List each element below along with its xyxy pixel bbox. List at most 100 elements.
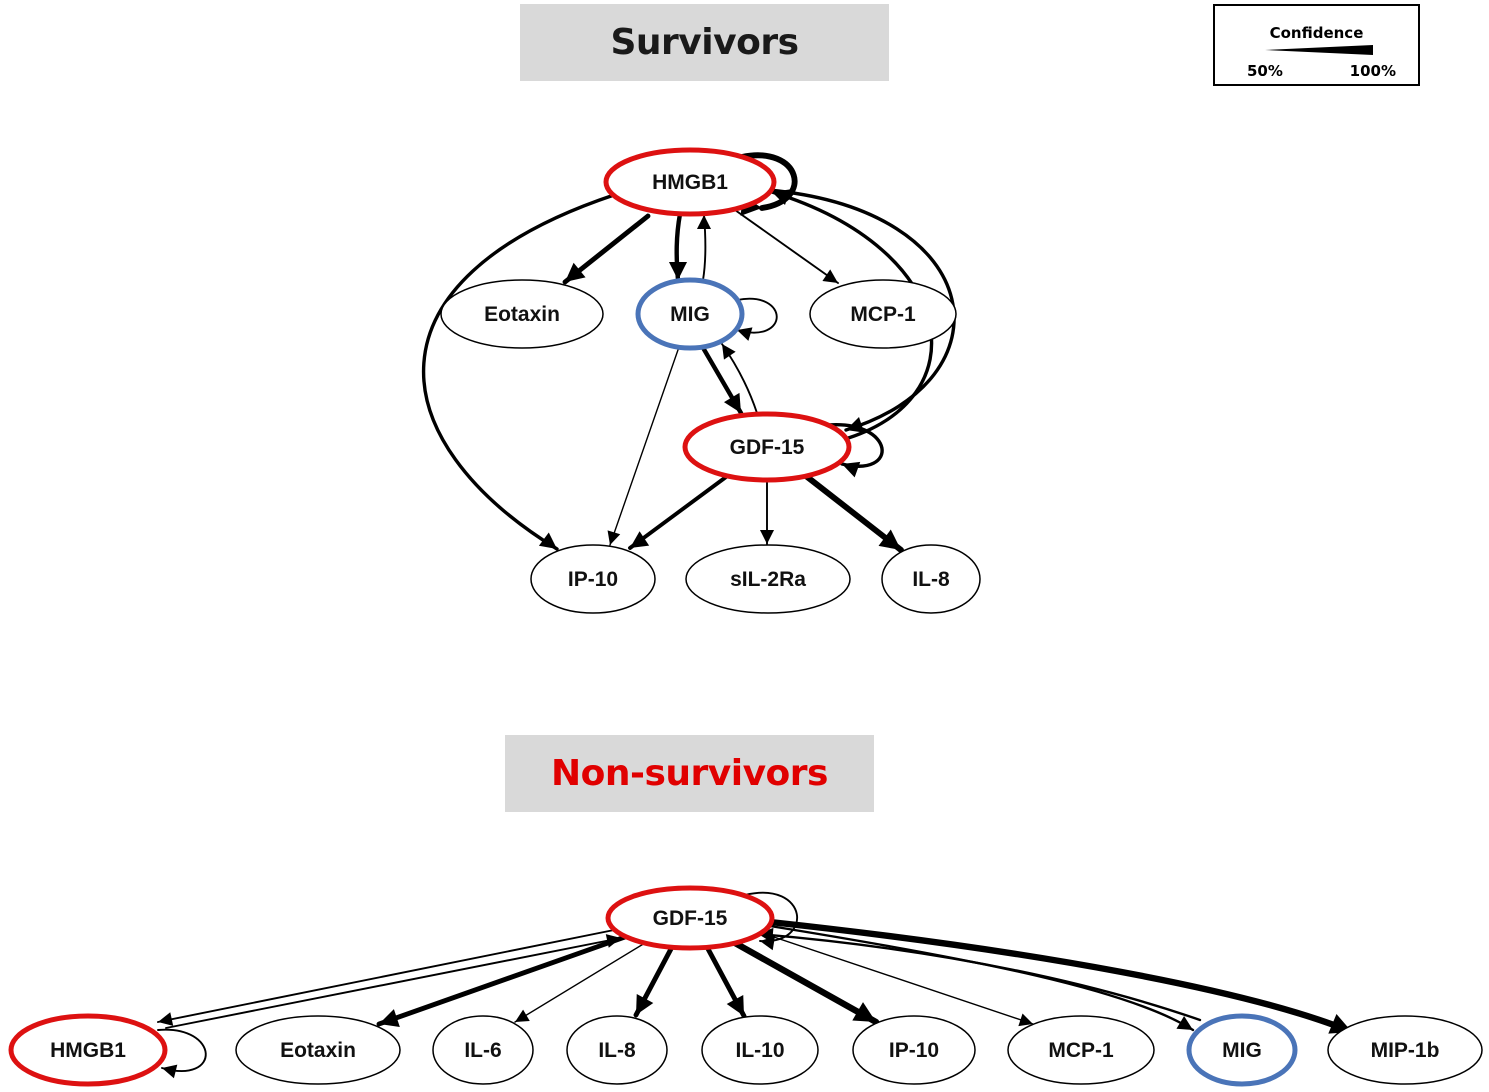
node-label: MIG	[670, 303, 710, 326]
nonsurvivors-title: Non-survivors	[505, 735, 874, 812]
arrowhead-icon	[379, 1009, 400, 1027]
node-mig: MIG	[635, 277, 745, 351]
edge-line	[157, 929, 615, 1023]
node-ellipse	[685, 544, 851, 614]
legend-title: Confidence	[1269, 24, 1364, 42]
edge-line	[739, 152, 798, 211]
edge-gdf-15-to-hmgb1	[157, 929, 615, 1026]
edge-gdf-15-to-mcp-1	[761, 932, 1034, 1027]
edge-line	[157, 1028, 207, 1072]
arrowhead-icon	[723, 392, 741, 413]
edge-line	[376, 934, 628, 1027]
edge-line	[766, 918, 1356, 1036]
edge-line	[826, 423, 884, 468]
arrowhead-icon	[842, 461, 861, 478]
node-label: MIP-1b	[1371, 1039, 1440, 1062]
node-label: sIL-2Ra	[730, 568, 806, 591]
edge-line	[734, 209, 839, 284]
node-label: IL-10	[735, 1039, 784, 1062]
confidence-wedge-icon	[1265, 45, 1373, 55]
node-ip-10: IP-10	[852, 1015, 976, 1085]
node-mcp-1: MCP-1	[809, 279, 957, 349]
arrowhead-icon	[722, 344, 736, 360]
node-ellipse	[1007, 1015, 1155, 1085]
edge-mig-to-gdf-15	[756, 927, 1202, 1022]
arrowhead-icon	[772, 189, 791, 205]
arrowhead-icon	[726, 994, 744, 1016]
node-gdf-15: GDF-15	[605, 885, 775, 951]
edge-gdf-15-to-il-10	[704, 944, 747, 1019]
node-label: GDF-15	[730, 436, 805, 459]
node-mip-1b: MIP-1b	[1327, 1015, 1483, 1085]
arrowhead-icon	[822, 269, 838, 283]
edge-line	[736, 297, 778, 334]
arrowhead-icon	[696, 215, 712, 230]
arrowhead-icon	[737, 327, 753, 341]
arrowhead-icon	[1176, 1016, 1193, 1030]
edge-mig-to-ip-10	[607, 346, 680, 546]
arrowhead-icon	[758, 927, 774, 943]
arrowhead-icon	[668, 261, 688, 280]
edge-gdf-15-to-ip-10	[731, 939, 880, 1026]
edge-gdf-15-to-eotaxin	[376, 934, 628, 1027]
edge-hmgb1-to-mig	[668, 211, 688, 283]
node-ip-10: IP-10	[530, 544, 656, 614]
arrowhead-icon	[636, 993, 654, 1015]
node-label: Eotaxin	[280, 1039, 356, 1062]
edge-line	[744, 892, 798, 942]
arrowhead-icon	[565, 262, 586, 282]
node-ellipse	[682, 411, 852, 483]
node-ellipse	[603, 147, 777, 217]
survivors-title: Survivors	[520, 4, 889, 81]
edge-gdf-15-to-il-8	[633, 944, 675, 1018]
node-ellipse	[8, 1013, 168, 1087]
edge-line	[766, 188, 956, 432]
arrowhead-icon	[515, 1009, 530, 1022]
node-ellipse	[432, 1015, 534, 1085]
node-eotaxin: Eotaxin	[440, 279, 604, 349]
node-il-8: IL-8	[881, 544, 981, 614]
arrowhead-icon	[538, 532, 557, 549]
edge-line	[628, 475, 728, 550]
node-il-6: IL-6	[432, 1015, 534, 1085]
node-il-10: IL-10	[701, 1015, 819, 1085]
node-ellipse	[701, 1015, 819, 1085]
node-label: MIG	[1222, 1039, 1262, 1062]
node-ellipse	[635, 277, 745, 351]
node-eotaxin: Eotaxin	[235, 1015, 401, 1085]
node-mcp-1: MCP-1	[1007, 1015, 1155, 1085]
legend-high-label: 100%	[1349, 62, 1396, 80]
legend-low-label: 50%	[1247, 62, 1283, 80]
node-il-8: IL-8	[566, 1015, 668, 1085]
node-ellipse	[440, 279, 604, 349]
edge-hmgb1-to-ip-10	[422, 193, 616, 551]
arrowhead-icon	[878, 529, 901, 550]
arrowhead-icon	[852, 1002, 876, 1022]
edge-gdf-15-to-mig	[721, 343, 758, 414]
node-label: IL-6	[464, 1039, 501, 1062]
edge-line	[761, 932, 1034, 1025]
node-ellipse	[1327, 1015, 1483, 1085]
node-label: MCP-1	[1048, 1039, 1114, 1062]
node-ellipse	[530, 544, 656, 614]
edge-line	[514, 942, 646, 1023]
edge-gdf-15-to-il-6	[514, 942, 646, 1023]
arrowhead-icon	[630, 531, 650, 548]
node-ellipse	[566, 1015, 668, 1085]
node-label: HMGB1	[652, 171, 728, 194]
edge-line	[731, 939, 880, 1026]
arrowhead-icon	[1018, 1013, 1033, 1027]
edge-mig-to-gdf-15	[699, 343, 744, 416]
node-gdf-15: GDF-15	[682, 411, 852, 483]
edge-gdf-15-to-sil-2ra	[759, 479, 775, 545]
node-ellipse	[809, 279, 957, 349]
node-hmgb1: HMGB1	[603, 147, 777, 217]
node-label: IL-8	[598, 1039, 636, 1062]
edge-hmgb1-to-eotaxin	[562, 213, 651, 285]
node-ellipse	[235, 1015, 401, 1085]
edge-line	[422, 193, 616, 551]
node-label: IP-10	[889, 1039, 939, 1062]
edge-mig-to-mig	[736, 297, 778, 341]
